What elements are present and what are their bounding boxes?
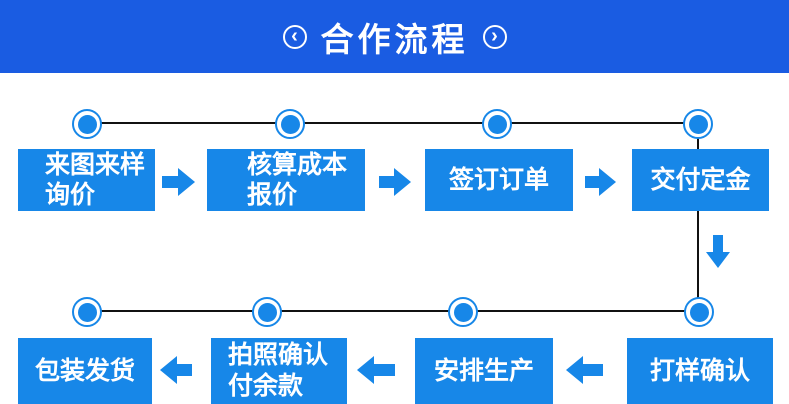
connector-node <box>72 109 102 139</box>
step-box-arrange-production: 安排生产 <box>415 338 553 404</box>
chevron-right-icon: › <box>482 24 507 49</box>
connector-node <box>684 297 714 327</box>
flow-arrow-right-icon <box>379 168 411 196</box>
step-box-inquiry: 来图来样 询价 <box>18 149 155 211</box>
step-box-sample-confirm: 打样确认 <box>627 338 773 404</box>
connector-node <box>72 297 102 327</box>
step-label: 核算成本 <box>247 151 348 179</box>
step-box-cost-quote: 核算成本 报价 <box>207 149 365 211</box>
flow-arrow-left-icon <box>160 356 192 384</box>
step-box-packing-shipping: 包装发货 <box>18 338 152 404</box>
step-box-sign-order: 签订订单 <box>425 149 573 211</box>
step-label: 拍照确认 <box>228 341 329 369</box>
flow-arrow-left-icon <box>357 356 395 384</box>
flow-arrow-right-icon <box>162 168 195 196</box>
step-label: 付余款 <box>228 372 304 400</box>
step-label: 交付定金 <box>650 166 751 194</box>
connector-line-top <box>87 122 698 124</box>
step-label: 来图来样 <box>45 151 146 179</box>
flow-arrow-down-icon <box>706 235 730 268</box>
step-label: 包装发货 <box>34 357 135 385</box>
connector-line-bottom <box>87 310 699 312</box>
chevron-left-icon: ‹ <box>282 24 307 49</box>
connector-node <box>482 109 512 139</box>
step-label: 报价 <box>247 181 298 209</box>
section-title: 合作流程 <box>320 20 469 58</box>
step-box-photo-confirm-balance: 拍照确认 付余款 <box>211 338 347 404</box>
section-header: ‹ 合作流程 › <box>0 0 789 73</box>
step-label: 询价 <box>45 181 96 209</box>
connector-node <box>252 297 282 327</box>
connector-node <box>448 297 478 327</box>
connector-node <box>275 109 305 139</box>
connector-node <box>683 109 713 139</box>
flow-arrow-right-icon <box>585 168 616 196</box>
flow-arrow-left-icon <box>566 356 603 384</box>
step-label: 打样确认 <box>649 357 750 385</box>
step-box-pay-deposit: 交付定金 <box>632 149 769 211</box>
connector-line-vertical <box>697 122 699 312</box>
step-label: 签订订单 <box>448 166 549 194</box>
step-label: 安排生产 <box>433 357 534 385</box>
